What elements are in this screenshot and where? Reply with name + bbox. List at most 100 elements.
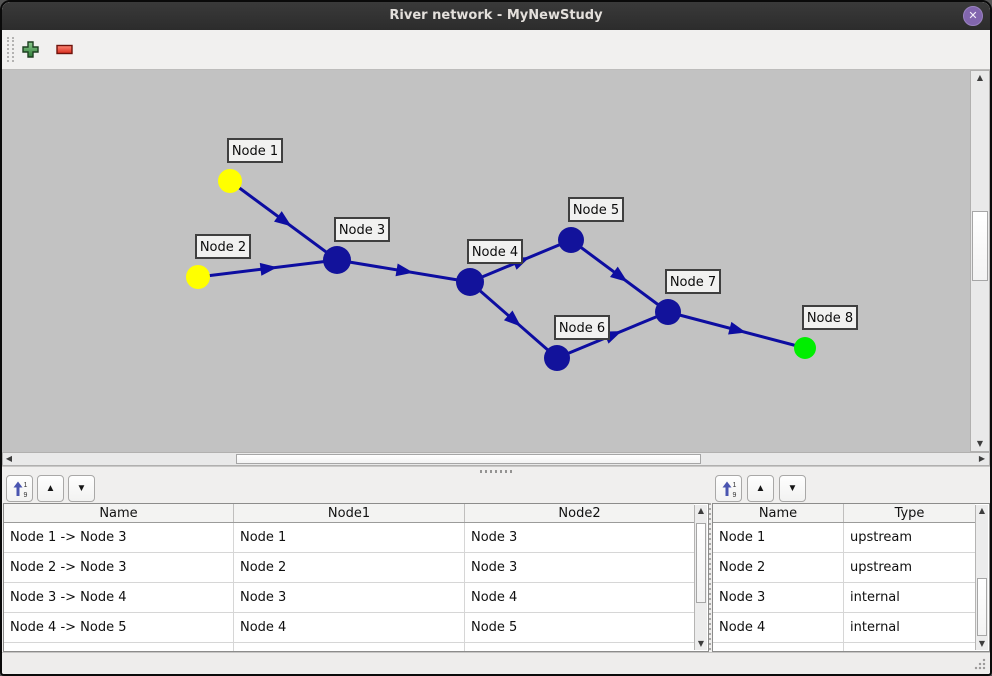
splitter-handle[interactable] xyxy=(480,470,512,473)
column-header[interactable]: Name xyxy=(713,504,844,522)
table-cell xyxy=(4,643,234,651)
remove-button[interactable] xyxy=(51,36,78,63)
header-row: Name Type xyxy=(713,504,975,523)
add-button[interactable] xyxy=(17,36,44,63)
node-label: Node 7 xyxy=(665,269,721,294)
title-bar[interactable]: River network - MyNewStudy ✕ xyxy=(2,2,990,30)
svg-text:1: 1 xyxy=(732,482,736,489)
down-triangle-icon: ▼ xyxy=(76,483,87,494)
scrollbar-thumb[interactable] xyxy=(696,523,706,603)
canvas-vertical-scrollbar[interactable]: ▲ ▼ xyxy=(970,70,990,452)
svg-text:Node 8: Node 8 xyxy=(807,311,853,326)
scroll-up-icon[interactable]: ▲ xyxy=(976,73,984,82)
table-cell xyxy=(844,643,975,651)
scroll-up-icon[interactable]: ▲ xyxy=(978,506,986,515)
close-button[interactable]: ✕ xyxy=(963,6,983,26)
scroll-left-icon[interactable]: ◀ xyxy=(5,454,13,463)
table-cell: Node 1 xyxy=(713,523,844,552)
table-cell xyxy=(234,643,465,651)
scrollbar-thumb[interactable] xyxy=(236,454,701,464)
node-circle[interactable] xyxy=(794,337,816,359)
resize-grip[interactable] xyxy=(974,658,986,670)
flow-direction-arrow-icon xyxy=(503,310,522,327)
nodes-sort-button[interactable]: 1 9 xyxy=(715,475,742,502)
table-cell: Node 5 xyxy=(471,620,518,635)
sort-ascending-icon: 1 9 xyxy=(722,481,736,498)
reaches-move-down-button[interactable]: ▼ xyxy=(68,475,95,502)
table-cell: internal xyxy=(850,590,900,605)
table-row[interactable]: Node 3 internal xyxy=(713,583,975,613)
table-cell: Node 4 xyxy=(713,613,844,642)
table-cell xyxy=(713,643,844,651)
table-cell: Node 1 -> Node 3 xyxy=(4,523,234,552)
scroll-up-icon[interactable]: ▲ xyxy=(697,506,705,515)
status-bar xyxy=(2,652,990,674)
svg-text:Node 1: Node 1 xyxy=(232,144,278,159)
reaches-table-scrollbar[interactable]: ▲ ▼ xyxy=(694,505,707,650)
table-cell: Node 4 xyxy=(471,590,518,605)
svg-text:Node 7: Node 7 xyxy=(670,275,716,290)
column-header[interactable]: Node2 xyxy=(558,505,601,521)
reaches-move-up-button[interactable]: ▲ xyxy=(37,475,64,502)
canvas-horizontal-scrollbar[interactable]: ◀ ▶ xyxy=(2,452,990,466)
svg-text:Node 5: Node 5 xyxy=(573,203,619,218)
node-label: Node 8 xyxy=(802,305,858,330)
table-cell: Node 2 -> Node 3 xyxy=(4,553,234,582)
scroll-right-icon[interactable]: ▶ xyxy=(978,454,986,463)
column-header[interactable]: Node1 xyxy=(234,504,465,522)
close-icon: ✕ xyxy=(968,9,978,22)
table-row[interactable]: Node 4 internal xyxy=(713,613,975,643)
table-cell: Node 2 xyxy=(234,553,465,582)
node-circle[interactable] xyxy=(655,299,681,325)
scrollbar-thumb[interactable] xyxy=(972,211,988,281)
table-row xyxy=(4,643,694,651)
column-header[interactable]: Name xyxy=(4,504,234,522)
nodes-table-header: Name Type xyxy=(713,504,975,523)
nodes-move-down-button[interactable]: ▼ xyxy=(779,475,806,502)
main-toolbar xyxy=(2,30,990,70)
table-cell xyxy=(465,643,694,651)
down-triangle-icon: ▼ xyxy=(787,483,798,494)
tables-toolbar: 1 9 ▲ ▼ 1 9 ▲ ▼ xyxy=(2,475,990,503)
table-row xyxy=(713,643,975,651)
table-cell: Node 1 xyxy=(234,523,465,552)
node-circle[interactable] xyxy=(218,169,242,193)
table-cell: Node 3 xyxy=(713,583,844,612)
node-circle[interactable] xyxy=(544,345,570,371)
flow-direction-arrow-icon xyxy=(274,211,292,227)
reaches-sort-button[interactable]: 1 9 xyxy=(6,475,33,502)
node-circle[interactable] xyxy=(186,265,210,289)
scrollbar-thumb[interactable] xyxy=(977,578,987,636)
vertical-splitter[interactable] xyxy=(708,503,712,652)
table-cell: internal xyxy=(850,620,900,635)
toolbar-drag-handle[interactable] xyxy=(7,37,14,62)
table-cell: Node 3 xyxy=(471,560,518,575)
svg-text:9: 9 xyxy=(23,492,27,498)
node-label: Node 1 xyxy=(227,138,283,163)
nodes-table-scrollbar[interactable]: ▲ ▼ xyxy=(975,505,988,650)
horizontal-splitter[interactable] xyxy=(2,466,990,475)
nodes-move-up-button[interactable]: ▲ xyxy=(747,475,774,502)
node-label: Node 5 xyxy=(568,197,624,222)
table-cell: Node 4 xyxy=(234,613,465,642)
table-cell: Node 3 xyxy=(234,583,465,612)
column-header[interactable]: Type xyxy=(894,505,925,521)
node-circle[interactable] xyxy=(558,227,584,253)
scroll-down-icon[interactable]: ▼ xyxy=(976,439,984,448)
scroll-down-icon[interactable]: ▼ xyxy=(978,639,986,648)
scroll-down-icon[interactable]: ▼ xyxy=(697,639,705,648)
node-circle[interactable] xyxy=(323,246,351,274)
node-circle[interactable] xyxy=(456,268,484,296)
